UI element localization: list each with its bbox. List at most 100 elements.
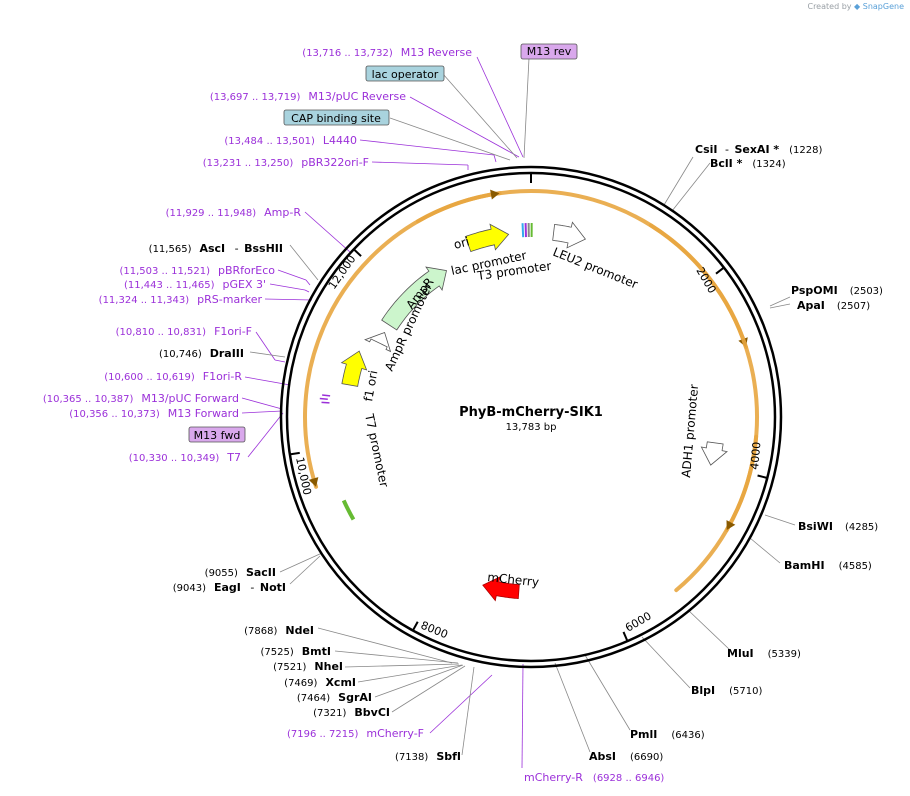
primer-pgex-3: (11,443 .. 11,465)pGEX 3' xyxy=(124,278,266,291)
enzyme-name: AscI xyxy=(199,242,225,255)
feature-label-f1-ori: f1 ori xyxy=(361,369,380,402)
primer-name: F1ori-F xyxy=(214,325,252,338)
enzyme-bamhi: BamHI(4585) xyxy=(784,559,872,572)
enzyme-sbfi: (7138)SbfI xyxy=(395,750,461,763)
plasmid-size: 13,783 bp xyxy=(506,422,557,433)
enzyme-name: NdeI xyxy=(285,624,314,637)
enzyme-nhei: (7521)NheI xyxy=(273,660,343,673)
orf-arc-mcherry-region-head xyxy=(308,477,319,487)
primer-name: M13 Reverse xyxy=(401,46,472,59)
ori-arrow xyxy=(464,223,510,253)
lac-cluster-tick xyxy=(521,223,525,238)
enzyme-pos: (7525) xyxy=(261,647,294,658)
primer-pbr322ori-f: (13,231 .. 13,250) pBR322ori-F xyxy=(203,156,369,169)
primer-range: (11,443 .. 11,465) xyxy=(124,280,215,291)
primer-name: mCherry-F xyxy=(366,727,424,740)
tick-label-12000: 12,000 xyxy=(326,253,359,292)
orf-arc-adh1-head xyxy=(726,520,736,530)
enzyme-pmli: PmlI (6436) xyxy=(630,728,705,741)
enzyme-apai: ApaI (2507) xyxy=(797,299,870,312)
ampr-arrow xyxy=(381,266,447,331)
primer-name: mCherry-R xyxy=(524,771,583,784)
leader-lines xyxy=(241,56,796,769)
boxed-label-m13-rev: M13 rev xyxy=(520,43,578,60)
primer-range: (13,484 .. 13,501) xyxy=(224,136,315,147)
f1-ori-arrow xyxy=(340,350,368,387)
enzyme-ascI-bsshii: (11,565)AscI - BssHII xyxy=(149,242,283,255)
feature-label-adh1-promoter: ADH1 promoter xyxy=(679,384,701,479)
boxed-label-m13-fwd: M13 fwd xyxy=(188,426,246,443)
enzyme-absi: AbsI(6690) xyxy=(589,750,663,763)
primer-name: M13/pUC Reverse xyxy=(308,90,406,103)
primer-amp-r: (11,929 .. 11,948)Amp-R xyxy=(166,206,302,219)
enzyme-pos: (2507) xyxy=(837,301,870,312)
primer-range: (7196 .. 7215) xyxy=(287,729,359,740)
enzyme-mlui: MluI(5339) xyxy=(727,647,801,660)
enzyme-pos: (1228) xyxy=(789,145,822,156)
primer-range: (10,356 .. 10,373) xyxy=(69,409,160,420)
primer-name: L4440 xyxy=(323,134,357,147)
adh1-promoter-arrow xyxy=(700,441,728,466)
enzyme-name: BbvCI xyxy=(354,706,390,719)
primer-name: M13 Forward xyxy=(168,407,239,420)
enzyme-name-2: NotI xyxy=(260,581,286,594)
enzyme-pos: (4285) xyxy=(845,522,878,533)
backbone-outer-ring xyxy=(279,165,783,669)
tick-label-2000: 2000 xyxy=(693,265,718,296)
primer-l4440: (13,484 .. 13,501) L4440 xyxy=(224,134,357,147)
orf-arc-leu2 xyxy=(648,223,748,350)
mcherry-arrow xyxy=(482,576,520,602)
enzyme-name: BsiWI xyxy=(798,520,833,533)
enzyme-pos: (5710) xyxy=(729,686,762,697)
ampr-promoter-arrow xyxy=(364,331,392,353)
primer-mcherry-f: (7196 .. 7215) mCherry-F xyxy=(287,727,424,740)
primer-range: (6928 .. 6946) xyxy=(593,773,665,784)
enzyme-pos: (4585) xyxy=(839,561,872,572)
boxed-label-m13-rev-text: M13 rev xyxy=(527,45,572,58)
enzyme-pspomi: PspOMI(2503) xyxy=(791,284,883,297)
enzyme-bsiwi: BsiWI (4285) xyxy=(798,520,878,533)
tick-label-8000: 8000 xyxy=(419,619,450,642)
orf-arc-ampr-region xyxy=(416,191,502,224)
plasmid-name: PhyB-mCherry-SIK1 xyxy=(459,405,603,420)
feature-label-t7-promoter: T7 promoter xyxy=(362,412,391,489)
boxed-label-lac-operator: lac operator xyxy=(365,65,445,82)
primer-name: pBR322ori-F xyxy=(301,156,369,169)
primer-m13-puc-reverse: (13,697 .. 13,719)M13/pUC Reverse xyxy=(210,90,406,103)
boxed-label-cap-binding-site: CAP binding site xyxy=(283,109,390,126)
tick-mark xyxy=(289,451,300,456)
enzyme-csii-sexai: CsiI - SexAI *(1228) xyxy=(695,143,822,156)
tick-label-4000: 4000 xyxy=(748,441,763,470)
enzyme-sgrai: (7464)SgrAI xyxy=(297,691,372,704)
enzyme-pos: (11,565) xyxy=(149,244,192,255)
primer-name: Amp-R xyxy=(264,206,301,219)
primer-range: (13,716 .. 13,732) xyxy=(302,48,393,59)
enzyme-blpi: BlpI(5710) xyxy=(691,684,762,697)
enzyme-name: AbsI xyxy=(589,750,616,763)
primer-m13-forward: (10,356 .. 10,373) M13 Forward xyxy=(69,407,239,420)
enzyme-bmti: (7525)BmtI xyxy=(261,645,331,658)
enzyme-eagi-noti: (9043)EagI - NotI xyxy=(173,581,286,594)
primer-range: (13,231 .. 13,250) xyxy=(203,158,294,169)
primer-site-mark xyxy=(322,394,331,397)
enzyme-pos: (7321) xyxy=(313,708,346,719)
enzyme-name: NheI xyxy=(314,660,343,673)
enzyme-xcmi: (7469) XcmI xyxy=(284,676,356,689)
primer-range: (10,600 .. 10,619) xyxy=(104,372,195,383)
credit-prefix: Created by xyxy=(807,2,852,11)
primer-name: M13/pUC Forward xyxy=(141,392,239,405)
enzyme-pos: (6436) xyxy=(671,730,704,741)
enzyme-pos: (7469) xyxy=(284,678,317,689)
enzyme-pos: (9055) xyxy=(205,568,238,579)
enzyme-name: ApaI xyxy=(797,299,825,312)
tick-mark xyxy=(622,631,629,642)
enzyme-name: SbfI xyxy=(436,750,461,763)
enzyme-bcli: BclI *(1324) xyxy=(710,157,786,170)
snapgene-credit: Created by ◆ SnapGene xyxy=(807,2,904,11)
enzyme-name: SgrAI xyxy=(338,691,372,704)
enzyme-name: PmlI xyxy=(630,728,657,741)
enzyme-name-2: BssHII xyxy=(244,242,283,255)
enzyme-name: XcmI xyxy=(325,676,356,689)
feature-label-mcherry: mCherry xyxy=(487,570,540,589)
